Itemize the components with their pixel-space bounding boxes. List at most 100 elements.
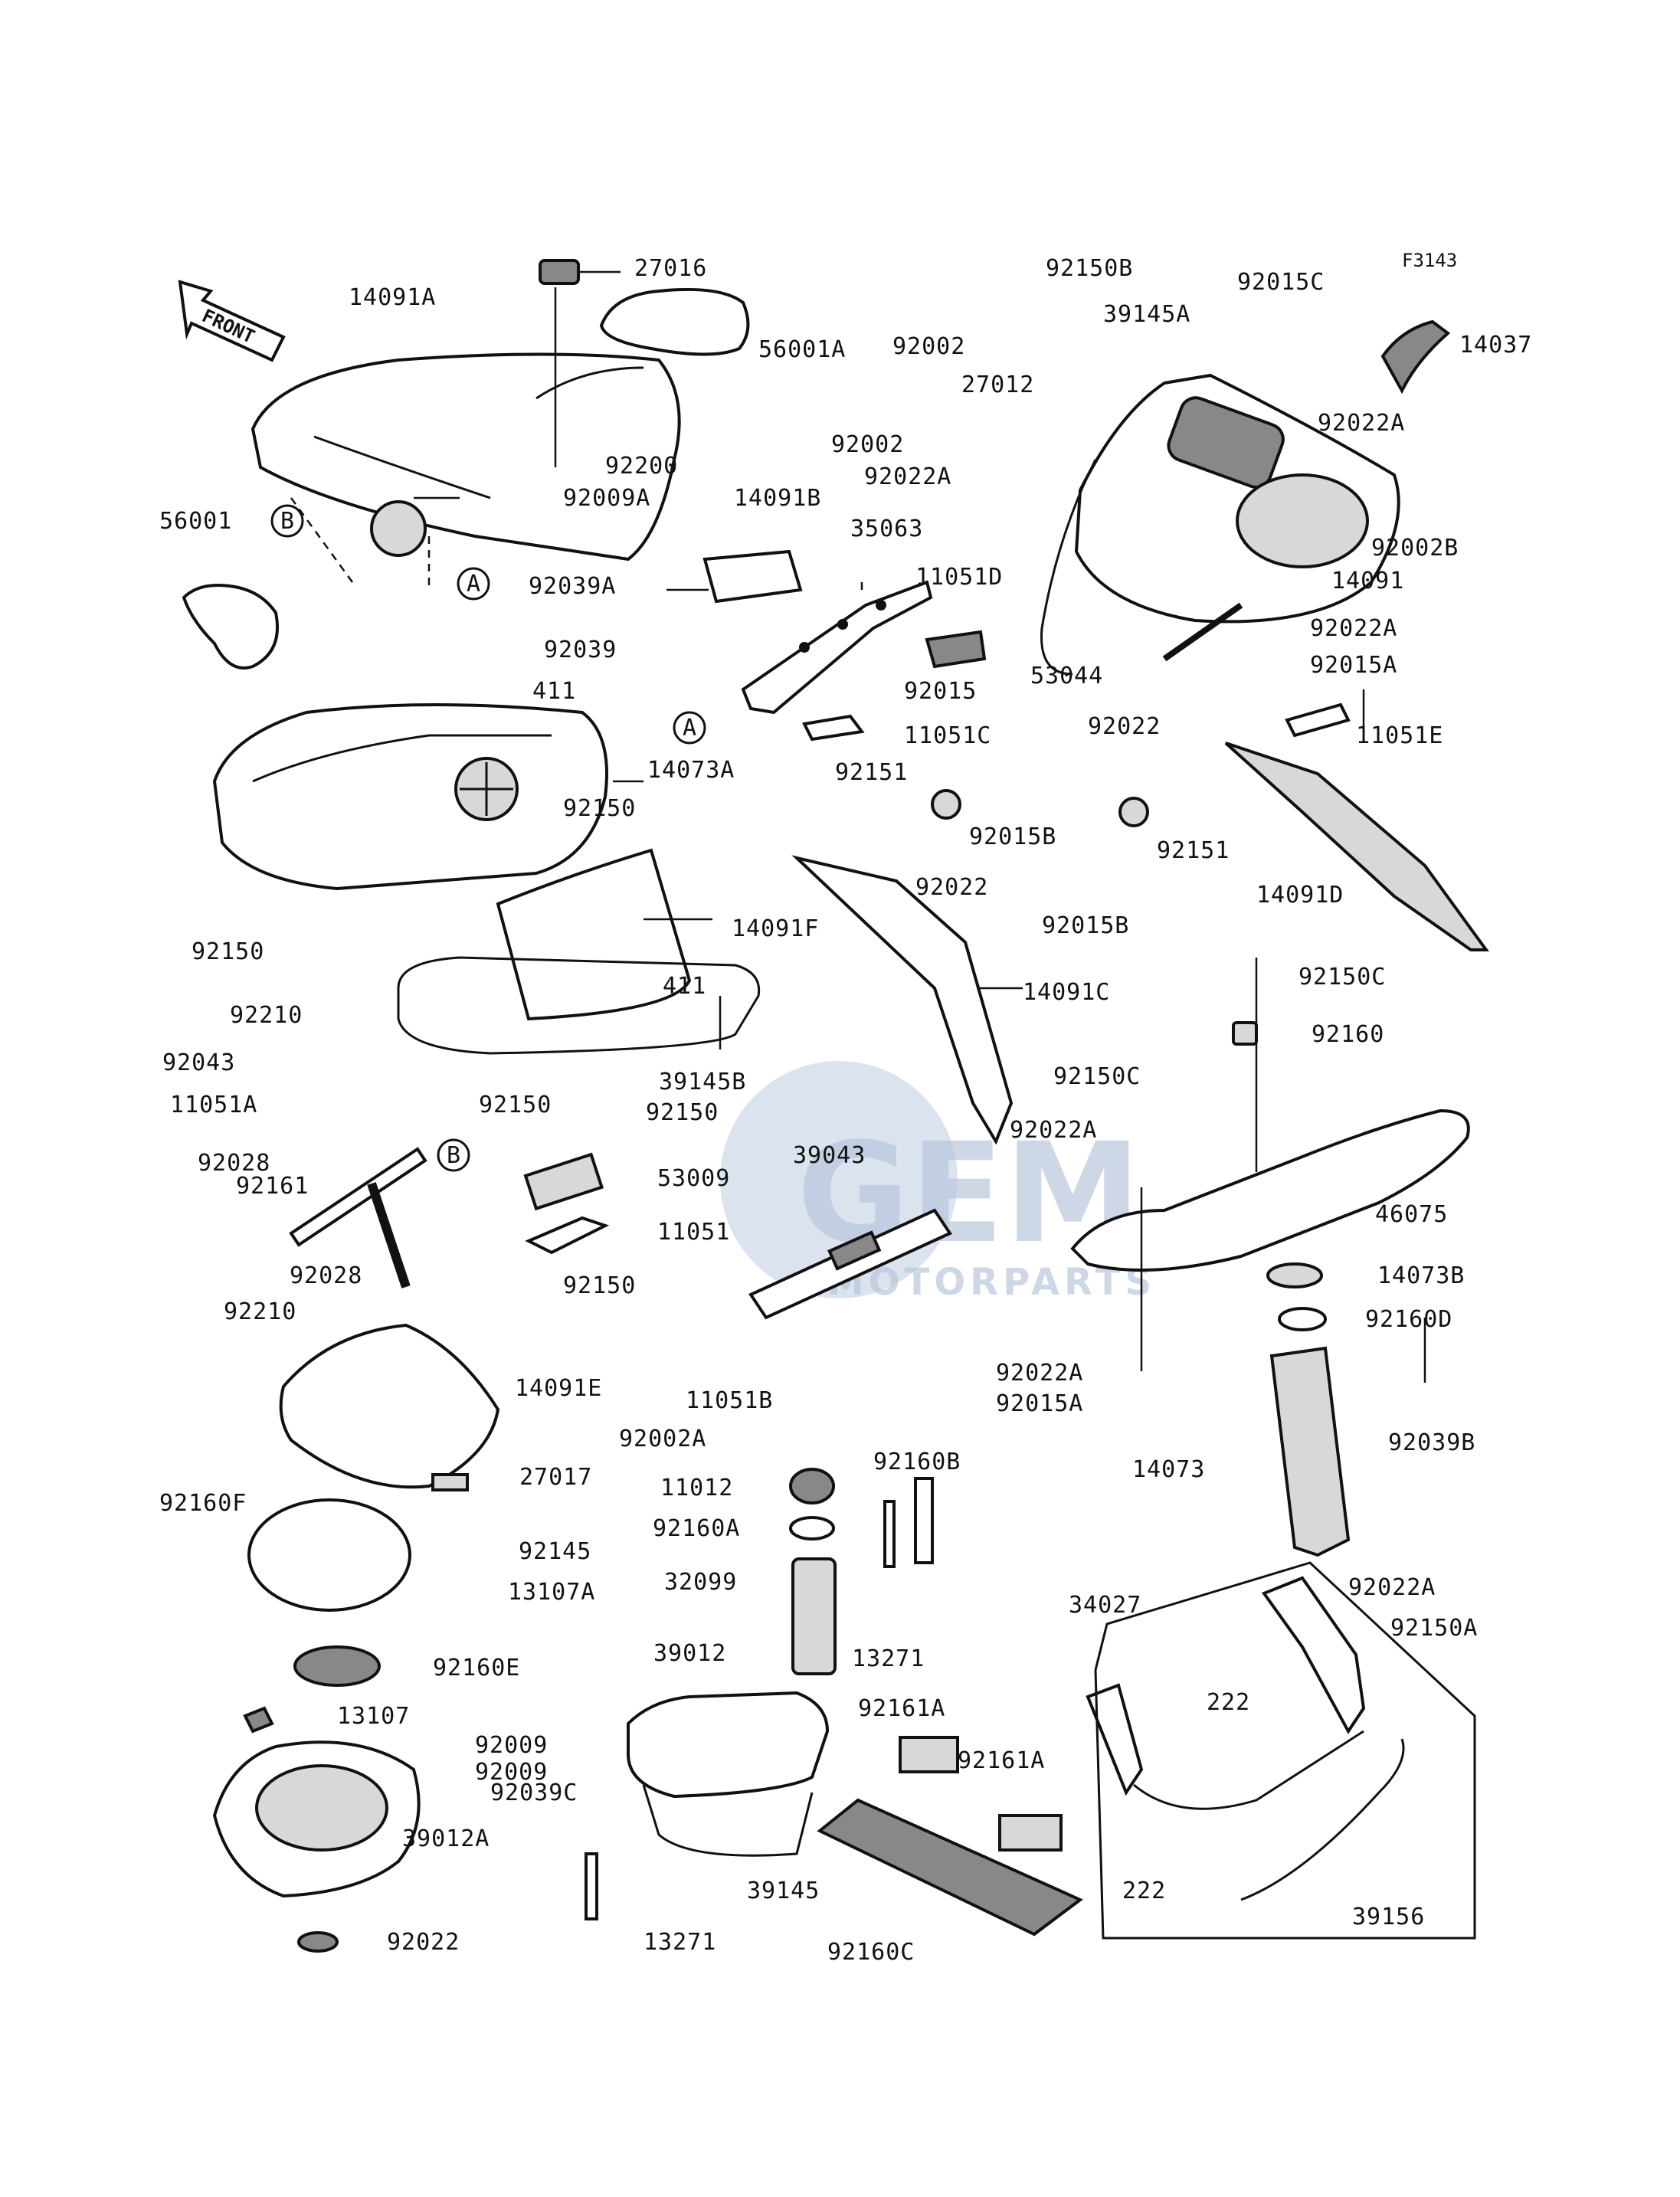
part-14091E-lid: [279, 1323, 500, 1489]
label-11012: 11012: [660, 1475, 733, 1501]
label-34027: 34027: [1069, 1592, 1141, 1619]
part-53009-latch: [523, 1152, 604, 1211]
label-92039C: 92039C: [490, 1780, 578, 1806]
part-14091-console: [1074, 373, 1400, 624]
label-13271a: 13271: [852, 1645, 925, 1672]
part-14091C-side-panel: [791, 855, 1014, 1145]
label-39012: 39012: [653, 1640, 726, 1667]
label-56001A: 56001A: [758, 336, 846, 363]
part-39145A-seal: [1040, 459, 1097, 676]
label-14073A: 14073A: [647, 757, 735, 784]
part-39145B-gasket: [397, 956, 761, 1055]
label-92009a: 92009: [475, 1732, 548, 1759]
label-13107A: 13107A: [508, 1579, 595, 1606]
label-222b: 222: [1122, 1878, 1166, 1904]
label-92009b: 92009: [475, 1759, 548, 1786]
part-34027-frame: [1086, 1576, 1366, 1810]
label-92151b: 92151: [1157, 837, 1230, 864]
label-92160B: 92160B: [873, 1449, 961, 1475]
label-11051C: 11051C: [904, 722, 991, 749]
part-11012-cap: [789, 1468, 835, 1505]
part-13107-spring: [243, 1706, 274, 1734]
part-11051-plate: [525, 1216, 610, 1255]
label-39145B: 39145B: [659, 1069, 746, 1095]
part-92160D-ring: [1278, 1307, 1327, 1331]
label-92022c: 92022: [1088, 713, 1161, 740]
callout-b-2-text: B: [447, 1142, 461, 1169]
part-92022-washer-c: [1118, 797, 1149, 827]
label-92150B: 92150B: [1046, 255, 1133, 282]
label-14091A: 14091A: [349, 284, 436, 311]
label-92022Ae: 92022A: [996, 1360, 1083, 1387]
callout-a-2: [673, 711, 706, 745]
label-14091: 14091: [1331, 568, 1404, 594]
part-27017-tag: [431, 1473, 469, 1491]
part-92160A-oring: [789, 1516, 835, 1541]
part-92161-strut: [367, 1182, 411, 1288]
label-92002A: 92002A: [619, 1426, 706, 1452]
label-92161Ab: 92161A: [958, 1747, 1045, 1774]
label-92160A: 92160A: [653, 1515, 740, 1542]
part-92160F-pad: [247, 1498, 411, 1612]
callout-b-2: [437, 1138, 470, 1172]
label-14091B: 14091B: [734, 485, 821, 512]
label-92161Aa: 92161A: [858, 1695, 945, 1722]
part-56001A-handle: [599, 287, 750, 356]
label-53009: 53009: [657, 1165, 730, 1192]
label-14091D: 14091D: [1256, 882, 1344, 909]
watermark: GEM MOTORPARTS: [720, 1061, 1151, 1304]
label-92015A: 92015A: [1310, 652, 1397, 679]
label-92150d: 92150: [646, 1099, 719, 1126]
label-11051D: 11051D: [915, 564, 1003, 591]
label-11051E: 11051E: [1356, 722, 1443, 749]
label-222a: 222: [1207, 1689, 1250, 1716]
label-411b: 411: [663, 973, 706, 1000]
label-39145: 39145: [747, 1878, 820, 1904]
label-92145: 92145: [519, 1538, 591, 1565]
part-92022-washer-b: [931, 789, 961, 820]
label-14091C: 14091C: [1023, 979, 1110, 1006]
label-27016: 27016: [634, 255, 707, 282]
part-92160E-seal: [293, 1645, 381, 1687]
part-11051D-clip: [925, 630, 987, 669]
label-92002b: 92002: [831, 431, 904, 458]
label-92028b: 92028: [290, 1262, 362, 1289]
label-92015Ab: 92015A: [996, 1390, 1083, 1417]
label-32099: 32099: [664, 1569, 737, 1596]
label-92022Aa: 92022A: [864, 463, 951, 490]
label-14091E: 14091E: [515, 1375, 602, 1402]
label-92150A: 92150A: [1390, 1615, 1478, 1642]
label-92150b: 92150: [192, 938, 264, 965]
part-14073B-ring: [1266, 1262, 1323, 1288]
label-92022Af: 92022A: [1348, 1574, 1436, 1601]
part-53044-rod: [1162, 602, 1243, 662]
label-92150e: 92150: [563, 1272, 636, 1299]
label-92002B: 92002B: [1371, 535, 1459, 562]
label-92160: 92160: [1312, 1021, 1384, 1048]
leader-lines: [290, 270, 1476, 1940]
part-46075-frame: [1070, 1108, 1470, 1272]
label-13271b: 13271: [644, 1929, 716, 1956]
label-53044: 53044: [1030, 663, 1103, 689]
label-92150a: 92150: [563, 795, 636, 822]
label-92151a: 92151: [835, 759, 908, 786]
label-11051A: 11051A: [170, 1092, 257, 1118]
label-92039B: 92039B: [1388, 1429, 1475, 1456]
label-411a: 411: [532, 678, 576, 705]
label-92022b: 92022: [915, 874, 988, 901]
part-92160B-strip: [914, 1477, 934, 1564]
label-46075: 46075: [1375, 1201, 1448, 1228]
part-14037-trim: [1380, 319, 1451, 395]
part-27016-clip: [539, 259, 580, 285]
label-92015Bb: 92015B: [1042, 912, 1129, 939]
label-92210b: 92210: [224, 1298, 296, 1325]
part-14073-hose: [1269, 1346, 1351, 1557]
label-14091F: 14091F: [732, 915, 819, 942]
part-56001-grip: [182, 584, 279, 670]
part-92161A-pad-a: [899, 1736, 959, 1773]
label-92150Cb: 92150C: [1053, 1063, 1141, 1090]
part-39012-storage: [627, 1691, 830, 1857]
label-92009A: 92009A: [563, 485, 650, 512]
label-92015Ba: 92015B: [969, 823, 1056, 850]
